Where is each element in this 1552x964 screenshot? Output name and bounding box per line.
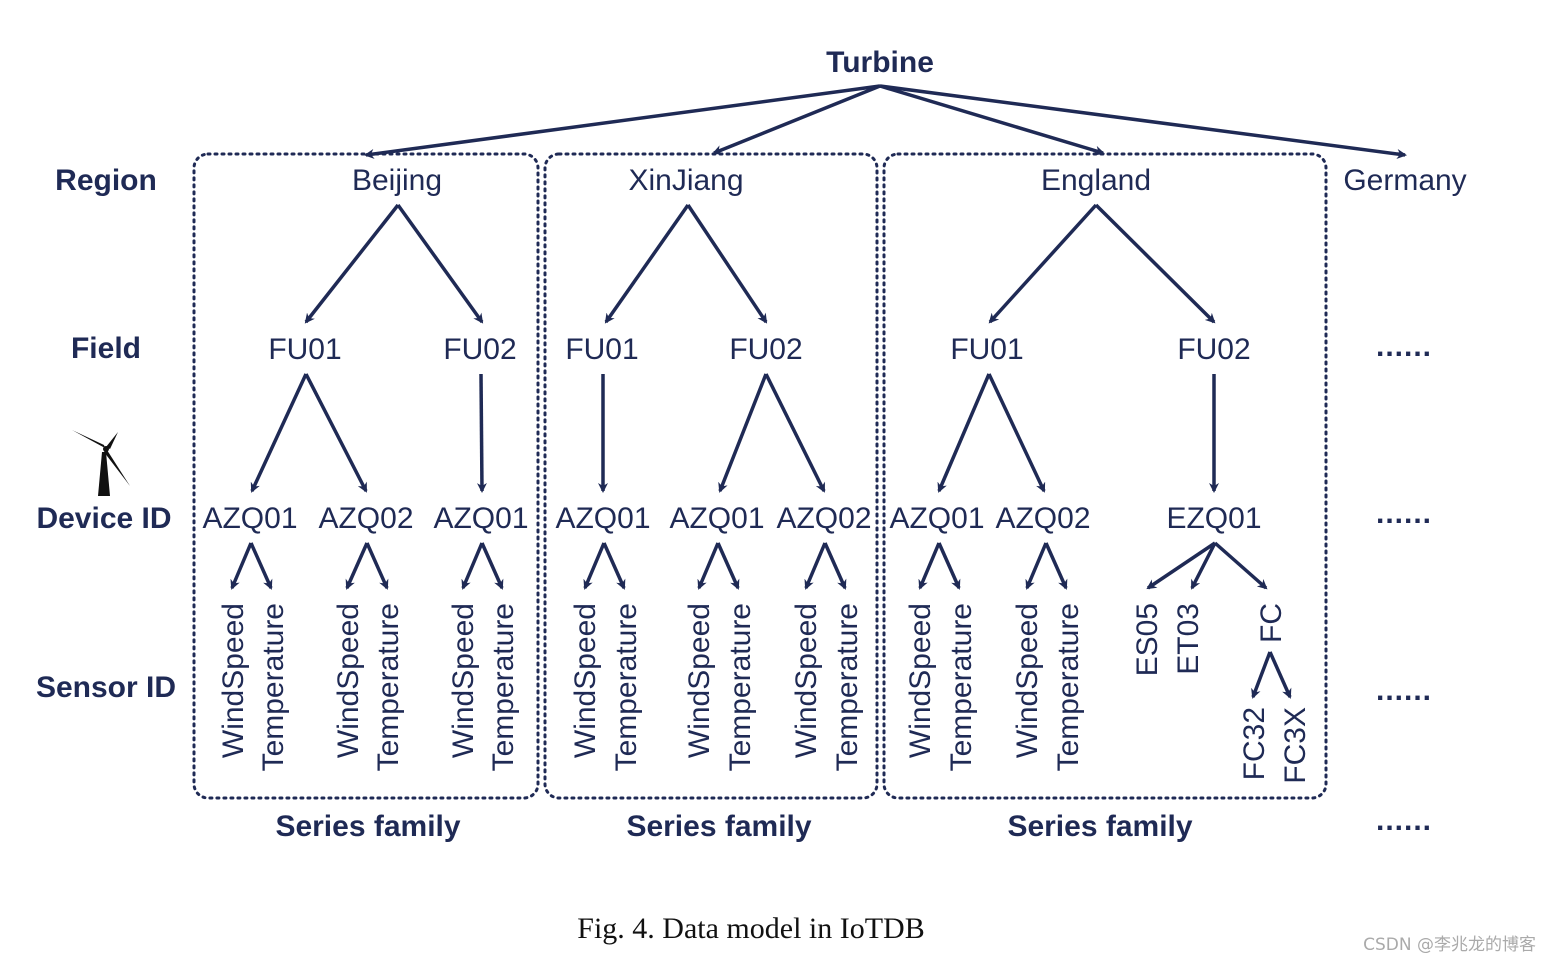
field-node-beijing-fu02: FU02 bbox=[443, 333, 516, 366]
region-field-edges bbox=[304, 203, 1216, 324]
sensor-england-ezq01-fc: FC bbox=[1255, 603, 1288, 643]
device-node-beijing-fu02-azq01: AZQ01 bbox=[433, 502, 528, 535]
sensor-xinjiang-fu02-azq01-temperature: Temperature bbox=[724, 603, 757, 771]
sensor-england-ezq01-fc32: FC32 bbox=[1238, 707, 1271, 780]
sensor-england-ezq01-fc3x: FC3X bbox=[1279, 707, 1312, 784]
sensor-england-ezq01-et03: ET03 bbox=[1172, 603, 1205, 675]
device-node-beijing-fu01-azq01: AZQ01 bbox=[202, 502, 297, 535]
ellipsis-device: ...... bbox=[1376, 497, 1432, 530]
device-node-beijing-fu01-azq02: AZQ02 bbox=[318, 502, 413, 535]
sensor-beijing-azq02-temperature: Temperature bbox=[372, 603, 405, 771]
device-node-england-fu01-azq02: AZQ02 bbox=[995, 502, 1090, 535]
region-node-germany: Germany bbox=[1343, 164, 1466, 197]
level-label-region: Region bbox=[55, 164, 157, 197]
sensor-england-fu01-azq01-windspeed: WindSpeed bbox=[904, 603, 937, 758]
sensor-xinjiang-fu02-azq01-windspeed: WindSpeed bbox=[683, 603, 716, 758]
figure-caption: Fig. 4. Data model in IoTDB bbox=[577, 912, 924, 945]
level-label-field: Field bbox=[71, 332, 141, 365]
level-label-sensor: Sensor ID bbox=[36, 671, 176, 704]
sensor-xinjiang-fu02-azq02-temperature: Temperature bbox=[831, 603, 864, 771]
series-family-box-xinjiang bbox=[543, 152, 879, 800]
sensor-beijing-fu02-azq01-temperature: Temperature bbox=[487, 603, 520, 771]
root-node-turbine: Turbine bbox=[826, 46, 934, 79]
region-node-beijing: Beijing bbox=[352, 164, 442, 197]
sensor-beijing-azq01-windspeed: WindSpeed bbox=[217, 603, 250, 758]
series-family-label-beijing: Series family bbox=[275, 810, 460, 843]
field-node-beijing-fu01: FU01 bbox=[268, 333, 341, 366]
device-sensor-edges bbox=[230, 541, 1292, 699]
series-family-box-england bbox=[882, 152, 1328, 800]
device-node-xinjiang-fu01-azq01: AZQ01 bbox=[555, 502, 650, 535]
device-node-england-fu01-azq01: AZQ01 bbox=[889, 502, 984, 535]
field-node-xinjiang-fu02: FU02 bbox=[729, 333, 802, 366]
series-family-label-england: Series family bbox=[1007, 810, 1192, 843]
watermark: CSDN @李兆龙的博客 bbox=[1363, 935, 1536, 955]
region-node-xinjiang: XinJiang bbox=[628, 164, 743, 197]
device-node-xinjiang-fu02-azq01: AZQ01 bbox=[669, 502, 764, 535]
sensor-beijing-fu02-azq01-windspeed: WindSpeed bbox=[447, 603, 480, 758]
root-edges bbox=[364, 84, 1407, 159]
device-node-england-fu02-ezq01: EZQ01 bbox=[1166, 502, 1261, 535]
sensor-england-fu01-azq01-temperature: Temperature bbox=[945, 603, 978, 771]
series-family-label-xinjiang: Series family bbox=[626, 810, 811, 843]
sensor-beijing-azq01-temperature: Temperature bbox=[257, 603, 290, 771]
sensor-xinjiang-fu02-azq02-windspeed: WindSpeed bbox=[790, 603, 823, 758]
ellipsis-sensor: ...... bbox=[1376, 674, 1432, 707]
field-node-england-fu01: FU01 bbox=[950, 333, 1023, 366]
region-node-england: England bbox=[1041, 164, 1151, 197]
series-family-box-beijing bbox=[192, 152, 540, 800]
field-node-xinjiang-fu01: FU01 bbox=[565, 333, 638, 366]
sensor-england-fu01-azq02-windspeed: WindSpeed bbox=[1011, 603, 1044, 758]
sensor-england-fu01-azq02-temperature: Temperature bbox=[1052, 603, 1085, 771]
wind-turbine-icon bbox=[72, 430, 130, 496]
sensor-beijing-azq02-windspeed: WindSpeed bbox=[332, 603, 365, 758]
sensor-england-ezq01-es05: ES05 bbox=[1131, 603, 1164, 676]
ellipsis-field: ...... bbox=[1376, 330, 1432, 363]
sensor-xinjiang-fu01-azq01-temperature: Temperature bbox=[610, 603, 643, 771]
device-node-xinjiang-fu02-azq02: AZQ02 bbox=[776, 502, 871, 535]
level-label-device: Device ID bbox=[36, 502, 171, 535]
field-node-england-fu02: FU02 bbox=[1177, 333, 1250, 366]
ellipsis-series-family: ...... bbox=[1376, 804, 1432, 837]
sensor-xinjiang-fu01-azq01-windspeed: WindSpeed bbox=[569, 603, 602, 758]
field-device-edges bbox=[250, 373, 1219, 493]
